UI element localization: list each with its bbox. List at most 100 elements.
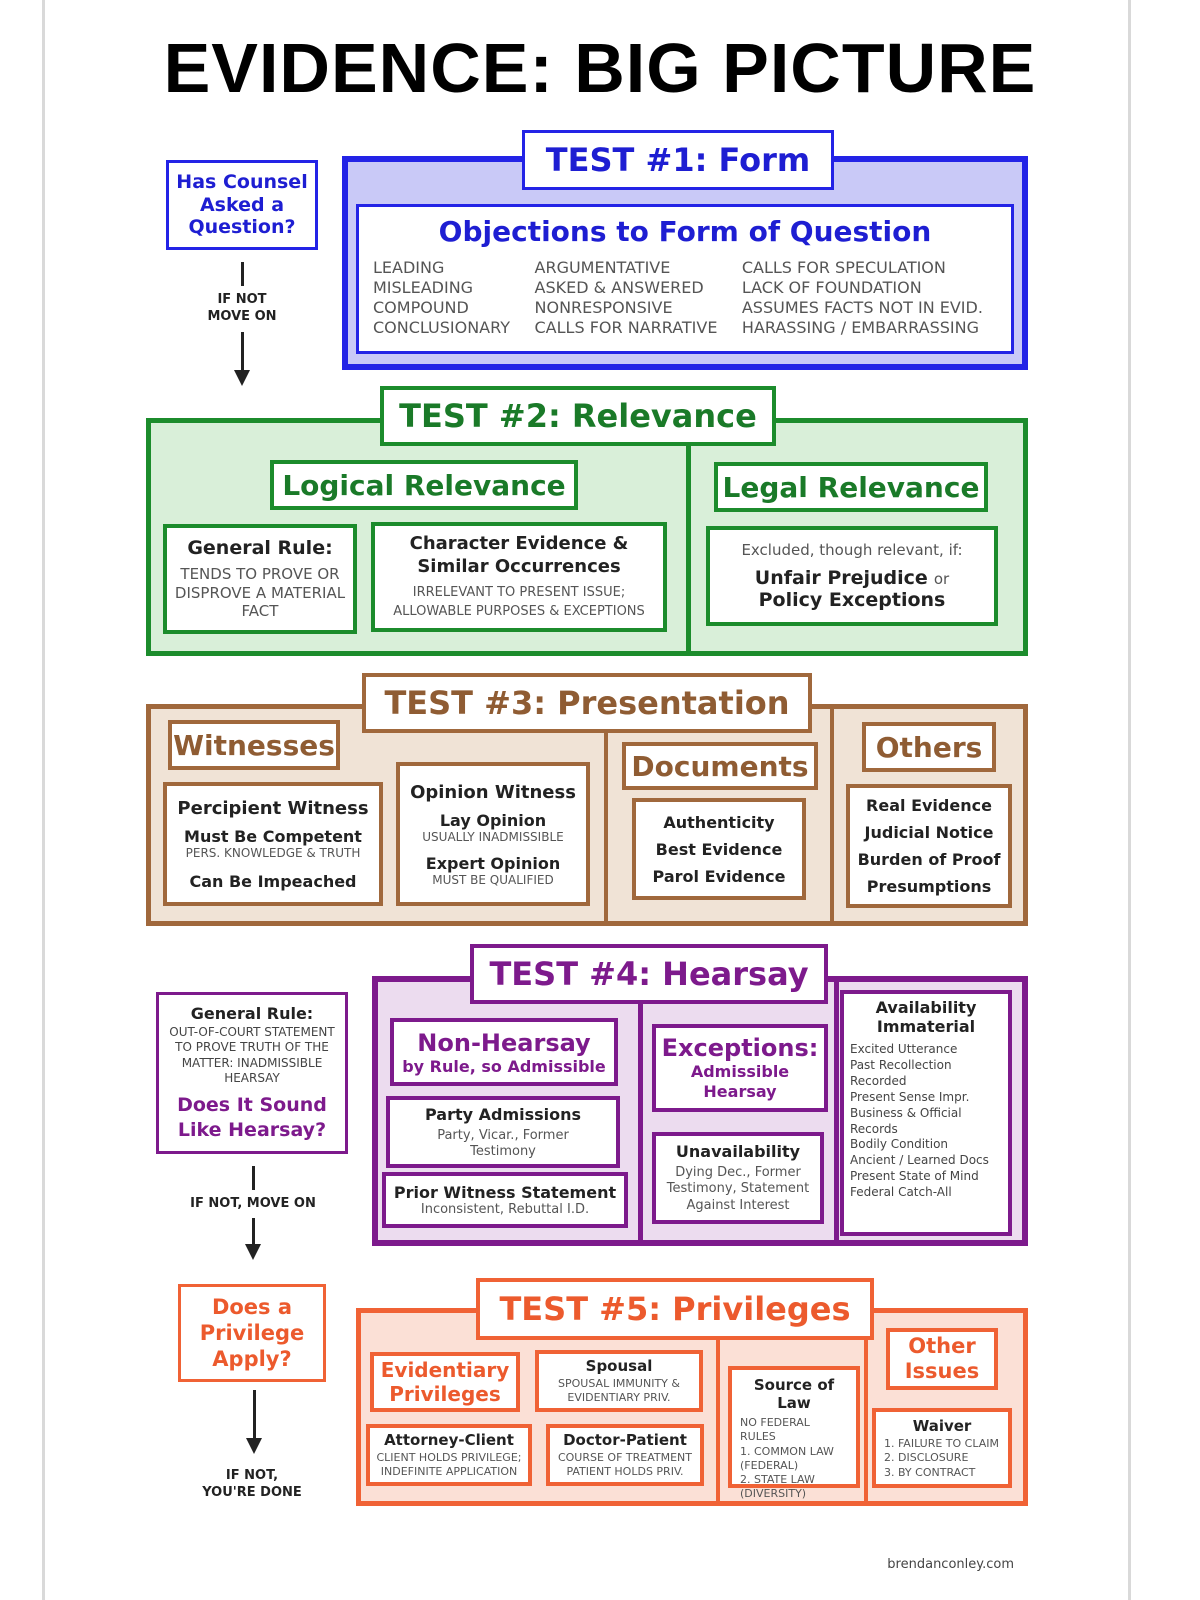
test1-objections-box: Objections to Form of Question LEADING M… xyxy=(356,204,1014,354)
availability-item: Excited Utterance xyxy=(850,1042,958,1057)
exceptions-sub: Admissible Hearsay xyxy=(690,1062,790,1101)
legal-relevance-box: Excluded, though relevant, if: Unfair Pr… xyxy=(706,526,998,626)
availability-box: Availability Immaterial Excited Utteranc… xyxy=(840,990,1012,1236)
documents-heading: Documents xyxy=(622,742,818,790)
test3-divider-2 xyxy=(830,708,834,922)
flow-arrowhead-3 xyxy=(246,1438,262,1454)
test1-title-text: TEST #1: Form xyxy=(545,141,811,179)
flow-arrowhead-1 xyxy=(234,370,250,386)
nonhearsay-text: Non-Hearsay xyxy=(417,1028,591,1057)
competent-text: Must Be Competent xyxy=(184,826,362,846)
objection-item: MISLEADING xyxy=(373,278,474,297)
availability-item: Present State of Mind xyxy=(850,1169,979,1183)
objection-item: CALLS FOR NARRATIVE xyxy=(534,318,718,337)
exceptions-text: Exceptions: xyxy=(661,1034,819,1062)
evidentiary-privileges-heading: Evidentiary Privileges xyxy=(370,1352,520,1412)
percipient-heading: Percipient Witness xyxy=(177,797,369,819)
test2-divider xyxy=(686,446,691,652)
privilege-question-box: Does a Privilege Apply? xyxy=(178,1284,326,1382)
legal-relevance-text: Legal Relevance xyxy=(722,470,980,504)
documents-text: Documents xyxy=(631,749,809,783)
doctor-patient-box: Doctor-Patient COURSE OF TREATMENT PATIE… xyxy=(546,1424,704,1486)
other-item: Burden of Proof xyxy=(857,850,1001,869)
doctor-patient-text: COURSE OF TREATMENT PATIENT HOLDS PRIV. xyxy=(557,1451,693,1478)
waiver-box: Waiver 1. FAILURE TO CLAIM 2. DISCLOSURE… xyxy=(872,1408,1012,1488)
objection-col-2: ARGUMENTATIVE ASKED & ANSWERED NONRESPON… xyxy=(535,258,742,338)
test4-divider-2 xyxy=(834,980,839,1242)
document-item: Best Evidence xyxy=(655,839,783,859)
right-page-edge xyxy=(1128,0,1131,1600)
availability-item: Ancient / Learned Docs xyxy=(850,1153,989,1168)
unfair-prejudice-text: Unfair Prejudice xyxy=(754,567,928,589)
hearsay-rule-box: General Rule: OUT-OF-COURT STATEMENT TO … xyxy=(156,992,348,1154)
test5-title: TEST #5: Privileges xyxy=(476,1278,874,1340)
privilege-question-text: Does a Privilege Apply? xyxy=(199,1294,305,1372)
character-evidence-heading: Character Evidence & Similar Occurrences xyxy=(409,533,629,577)
general-rule-text: TENDS TO PROVE OR DISPROVE A MATERIAL FA… xyxy=(174,564,346,621)
footer-credit: brendanconley.com xyxy=(887,1557,1014,1572)
objection-item: ASKED & ANSWERED xyxy=(534,278,704,297)
prior-statement-text: Inconsistent, Rebuttal I.D. xyxy=(420,1202,590,1217)
witnesses-heading: Witnesses xyxy=(168,720,340,770)
unavailability-box: Unavailability Dying Dec., Former Testim… xyxy=(652,1132,824,1224)
flow-arrowhead-2 xyxy=(245,1244,261,1260)
document-item: Parol Evidence xyxy=(652,866,786,886)
test5-title-text: TEST #5: Privileges xyxy=(499,1290,851,1328)
exceptions-heading: Exceptions: Admissible Hearsay xyxy=(652,1024,828,1112)
objection-item: ASSUMES FACTS NOT IN EVID. xyxy=(741,298,983,317)
unfair-prejudice-line: Unfair Prejudice or xyxy=(755,567,949,589)
general-rule-heading: General Rule: xyxy=(187,536,333,559)
legal-relevance-heading: Legal Relevance xyxy=(714,462,988,512)
objection-col-1: LEADING MISLEADING COMPOUND CONCLUSIONAR… xyxy=(373,258,535,338)
evidentiary-privileges-text: Evidentiary Privileges xyxy=(380,1358,510,1406)
others-text: Others xyxy=(875,730,983,764)
test5-divider-2 xyxy=(864,1316,868,1502)
spousal-heading: Spousal xyxy=(585,1357,653,1376)
nonhearsay-sub: by Rule, so Admissible xyxy=(402,1056,606,1076)
expert-opinion-note: MUST BE QUALIFIED xyxy=(432,872,554,887)
objection-item: ARGUMENTATIVE xyxy=(534,258,671,277)
sound-like-hearsay-text: Does It Sound Like Hearsay? xyxy=(177,1094,327,1141)
availability-item: Bodily Condition xyxy=(850,1137,949,1152)
page-title: EVIDENCE: BIG PICTURE xyxy=(163,29,1037,107)
percipient-witness-box: Percipient Witness Must Be Competent PER… xyxy=(163,782,383,906)
source-item: 1. COMMON LAW (FEDERAL) xyxy=(740,1444,834,1472)
test3-title: TEST #3: Presentation xyxy=(362,673,812,733)
spousal-text: SPOUSAL IMMUNITY & EVIDENTIARY PRIV. xyxy=(558,1377,680,1404)
nonhearsay-heading: Non-Hearsay by Rule, so Admissible xyxy=(390,1018,618,1086)
availability-item: Past Recollection Recorded xyxy=(850,1058,952,1089)
attorney-client-heading: Attorney-Client xyxy=(384,1431,514,1450)
if-not-move-on-label: IF NOT MOVE ON xyxy=(207,292,277,324)
source-item: 2. STATE LAW (DIVERSITY) xyxy=(740,1473,815,1501)
other-issues-text: Other Issues xyxy=(904,1333,980,1383)
others-box: Real Evidence Judicial Notice Burden of … xyxy=(846,784,1012,908)
waiver-list: 1. FAILURE TO CLAIM 2. DISCLOSURE 3. BY … xyxy=(884,1437,1000,1480)
hearsay-rule-text: OUT-OF-COURT STATEMENT TO PROVE TRUTH OF… xyxy=(169,1024,335,1086)
test4-title-text: TEST #4: Hearsay xyxy=(489,955,809,993)
prior-statement-heading: Prior Witness Statement xyxy=(393,1183,617,1202)
test2-title-text: TEST #2: Relevance xyxy=(399,397,757,435)
test1-subtitle: Objections to Form of Question xyxy=(438,215,932,248)
lay-opinion-note: USUALLY INADMISSIBLE xyxy=(422,829,564,844)
test4-title: TEST #4: Hearsay xyxy=(470,944,828,1004)
objection-item: COMPOUND xyxy=(373,298,469,317)
availability-list: Excited Utterance Past Recollection Reco… xyxy=(850,1042,1002,1200)
source-of-law-box: Source of Law NO FEDERAL RULES 1. COMMON… xyxy=(728,1366,860,1500)
unavailability-heading: Unavailability xyxy=(675,1142,801,1162)
party-admissions-heading: Party Admissions xyxy=(424,1104,582,1124)
objection-item: NONRESPONSIVE xyxy=(534,298,673,317)
if-not-move-on-label-2: IF NOT, MOVE ON xyxy=(190,1196,316,1211)
objection-columns: LEADING MISLEADING COMPOUND CONCLUSIONAR… xyxy=(359,258,1011,338)
unavailability-text: Dying Dec., Former Testimony, Statement … xyxy=(666,1165,810,1213)
test3-divider-1 xyxy=(604,732,608,922)
waiver-heading: Waiver xyxy=(912,1417,972,1435)
other-item: Real Evidence xyxy=(866,796,992,815)
flow-arrow-2 xyxy=(252,1166,255,1190)
other-item: Judicial Notice xyxy=(864,823,994,842)
logical-relevance-heading: Logical Relevance xyxy=(270,460,578,510)
done-label: IF NOT, YOU'RE DONE xyxy=(202,1468,302,1500)
counsel-question-box: Has Counsel Asked a Question? xyxy=(166,160,318,250)
objection-col-3: CALLS FOR SPECULATION LACK OF FOUNDATION… xyxy=(742,258,1011,338)
availability-item: Federal Catch-All xyxy=(850,1184,952,1199)
expert-opinion-text: Expert Opinion xyxy=(425,853,561,873)
